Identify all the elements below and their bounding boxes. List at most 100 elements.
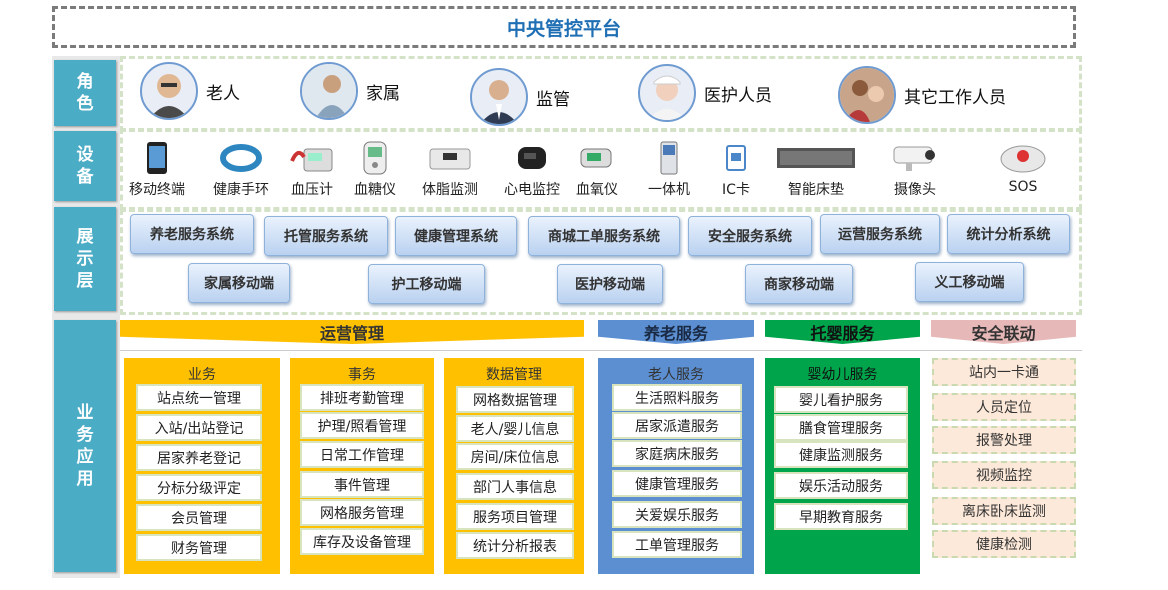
mobile-merchant[interactable]: 商家移动端	[745, 264, 853, 304]
role-elderly: 老人	[140, 62, 240, 120]
system-health-management[interactable]: 健康管理系统	[395, 216, 517, 256]
list-item[interactable]: 膳食管理服务	[774, 414, 908, 441]
device-label: 健康手环	[213, 182, 269, 198]
list-item[interactable]: 老人/婴儿信息	[456, 415, 574, 442]
role-label: 老人	[206, 83, 240, 104]
display-band	[120, 209, 1082, 315]
device-ic-card: IC卡	[701, 140, 771, 199]
list-item[interactable]: 居家养老登记	[136, 444, 262, 471]
safety-item[interactable]: 离床卧床监测	[932, 497, 1076, 525]
divider	[120, 350, 1082, 351]
platform-title: 中央管控平台	[52, 6, 1076, 48]
side-label-apps: 业务应用	[54, 320, 116, 572]
list-item[interactable]: 家庭病床服务	[612, 440, 742, 467]
list-item[interactable]: 居家派遣服务	[612, 412, 742, 439]
glucose-meter-icon	[362, 140, 388, 176]
safety-item[interactable]: 站内一卡通	[932, 358, 1076, 386]
header-infant-services: 托婴服务	[765, 320, 920, 344]
list-item[interactable]: 工单管理服务	[612, 531, 742, 558]
list-item[interactable]: 入站/出站登记	[136, 414, 262, 441]
system-operations[interactable]: 运营服务系统	[820, 214, 940, 254]
device-label: 摄像头	[894, 182, 936, 198]
caregiver-photo-icon	[838, 66, 896, 124]
camera-icon	[890, 140, 940, 176]
list-item[interactable]: 婴儿看护服务	[774, 386, 908, 413]
safety-item[interactable]: 报警处理	[932, 426, 1076, 454]
list-item[interactable]: 排班考勤管理	[300, 384, 424, 411]
list-item[interactable]: 部门人事信息	[456, 473, 574, 500]
safety-item[interactable]: 视频监控	[932, 461, 1076, 489]
header-operations: 运营管理	[120, 320, 584, 344]
role-other-staff: 其它工作人员	[838, 66, 1006, 124]
nurse-photo-icon	[638, 64, 696, 122]
device-label: 心电监控	[504, 182, 560, 198]
side-label-display: 展示层	[54, 207, 116, 311]
mobile-family[interactable]: 家属移动端	[188, 263, 290, 303]
device-label: 血压计	[291, 182, 333, 198]
column-title: 事务	[348, 367, 376, 383]
system-elderly-care[interactable]: 养老服务系统	[130, 214, 254, 254]
list-item[interactable]: 分标分级评定	[136, 474, 262, 501]
device-ecg: 心电监控	[497, 140, 567, 199]
list-item[interactable]: 财务管理	[136, 534, 262, 561]
role-supervisor: 监管	[470, 68, 570, 126]
list-item[interactable]: 网格数据管理	[456, 386, 574, 413]
safety-item[interactable]: 人员定位	[932, 393, 1076, 421]
list-item[interactable]: 服务项目管理	[456, 503, 574, 530]
column-title: 数据管理	[486, 367, 542, 383]
system-safety[interactable]: 安全服务系统	[688, 216, 812, 256]
role-medical-staff: 医护人员	[638, 64, 772, 122]
column-title: 婴幼儿服务	[807, 367, 878, 383]
device-label: 智能床垫	[788, 182, 844, 198]
device-body-fat: 体脂监测	[415, 140, 485, 199]
wristband-icon	[219, 140, 263, 176]
list-item[interactable]: 统计分析报表	[456, 532, 574, 559]
device-glucose: 血糖仪	[340, 140, 410, 199]
list-item[interactable]: 库存及设备管理	[300, 528, 424, 555]
list-item[interactable]: 站点统一管理	[136, 384, 262, 411]
list-item[interactable]: 日常工作管理	[300, 441, 424, 468]
mobile-volunteer[interactable]: 义工移动端	[915, 262, 1024, 302]
list-item[interactable]: 早期教育服务	[774, 503, 908, 530]
role-label: 医护人员	[704, 85, 772, 106]
device-label: 血氧仪	[576, 182, 618, 198]
system-custody[interactable]: 托管服务系统	[264, 216, 388, 256]
list-item[interactable]: 关爱娱乐服务	[612, 501, 742, 528]
device-smart-mattress: 智能床垫	[777, 140, 855, 199]
role-label: 监管	[536, 89, 570, 110]
list-item[interactable]: 事件管理	[300, 471, 424, 498]
device-label: 体脂监测	[422, 182, 478, 198]
system-mall-workorder[interactable]: 商城工单服务系统	[528, 216, 680, 256]
list-item[interactable]: 房间/床位信息	[456, 443, 574, 470]
sos-device-icon	[999, 140, 1047, 176]
elderly-man-photo-icon	[140, 62, 198, 120]
list-item[interactable]: 健康管理服务	[612, 470, 742, 497]
device-sos: SOS	[988, 140, 1058, 195]
device-wristband: 健康手环	[206, 140, 276, 199]
header-elderly-services: 养老服务	[598, 320, 754, 344]
system-statistics[interactable]: 统计分析系统	[947, 214, 1070, 254]
header-safety: 安全联动	[931, 320, 1076, 344]
role-label: 其它工作人员	[904, 87, 1006, 108]
mobile-caregiver[interactable]: 护工移动端	[368, 264, 485, 304]
side-label-roles: 角色	[54, 60, 116, 126]
list-item[interactable]: 生活照料服务	[612, 384, 742, 411]
device-label: 移动终端	[129, 182, 185, 198]
side-label-devices: 设备	[54, 131, 116, 201]
device-camera: 摄像头	[880, 140, 950, 199]
list-item[interactable]: 网格服务管理	[300, 499, 424, 526]
role-label: 家属	[366, 83, 400, 104]
ecg-monitor-icon	[514, 140, 550, 176]
device-kiosk: 一体机	[634, 140, 704, 199]
device-label: SOS	[1008, 179, 1038, 195]
column-title: 业务	[188, 367, 216, 383]
mobile-medical[interactable]: 医护移动端	[557, 264, 663, 304]
list-item[interactable]: 健康监测服务	[774, 441, 908, 468]
ic-card-icon	[726, 140, 746, 176]
safety-item[interactable]: 健康检测	[932, 530, 1076, 558]
list-item[interactable]: 娱乐活动服务	[774, 472, 908, 499]
list-item[interactable]: 护理/照看管理	[300, 412, 424, 439]
device-blood-pressure: 血压计	[277, 140, 347, 199]
oximeter-icon	[577, 140, 617, 176]
list-item[interactable]: 会员管理	[136, 504, 262, 531]
